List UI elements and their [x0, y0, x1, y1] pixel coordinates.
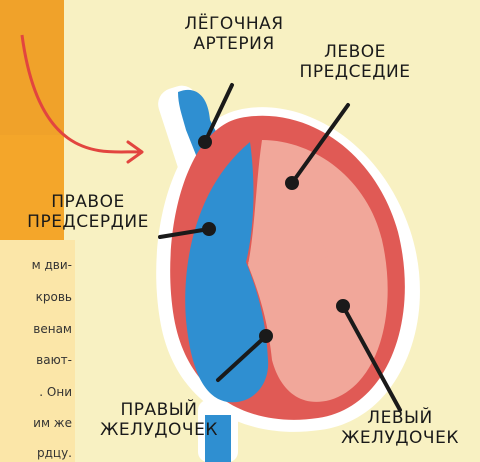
label-left-atrium: ЛЕВОЕ ПРЕДСЕДИЕ	[270, 42, 440, 83]
curved-arrow	[22, 35, 140, 152]
label-left-ventricle: ЛЕВЫЙ ЖЕЛУДОЧЕК	[322, 408, 478, 449]
label-right-ventricle: ПРАВЫЙ ЖЕЛУДОЧЕК	[74, 400, 244, 441]
label-right-atrium: ПРАВОЕ ПРЕДСЕРДИЕ	[10, 192, 166, 233]
